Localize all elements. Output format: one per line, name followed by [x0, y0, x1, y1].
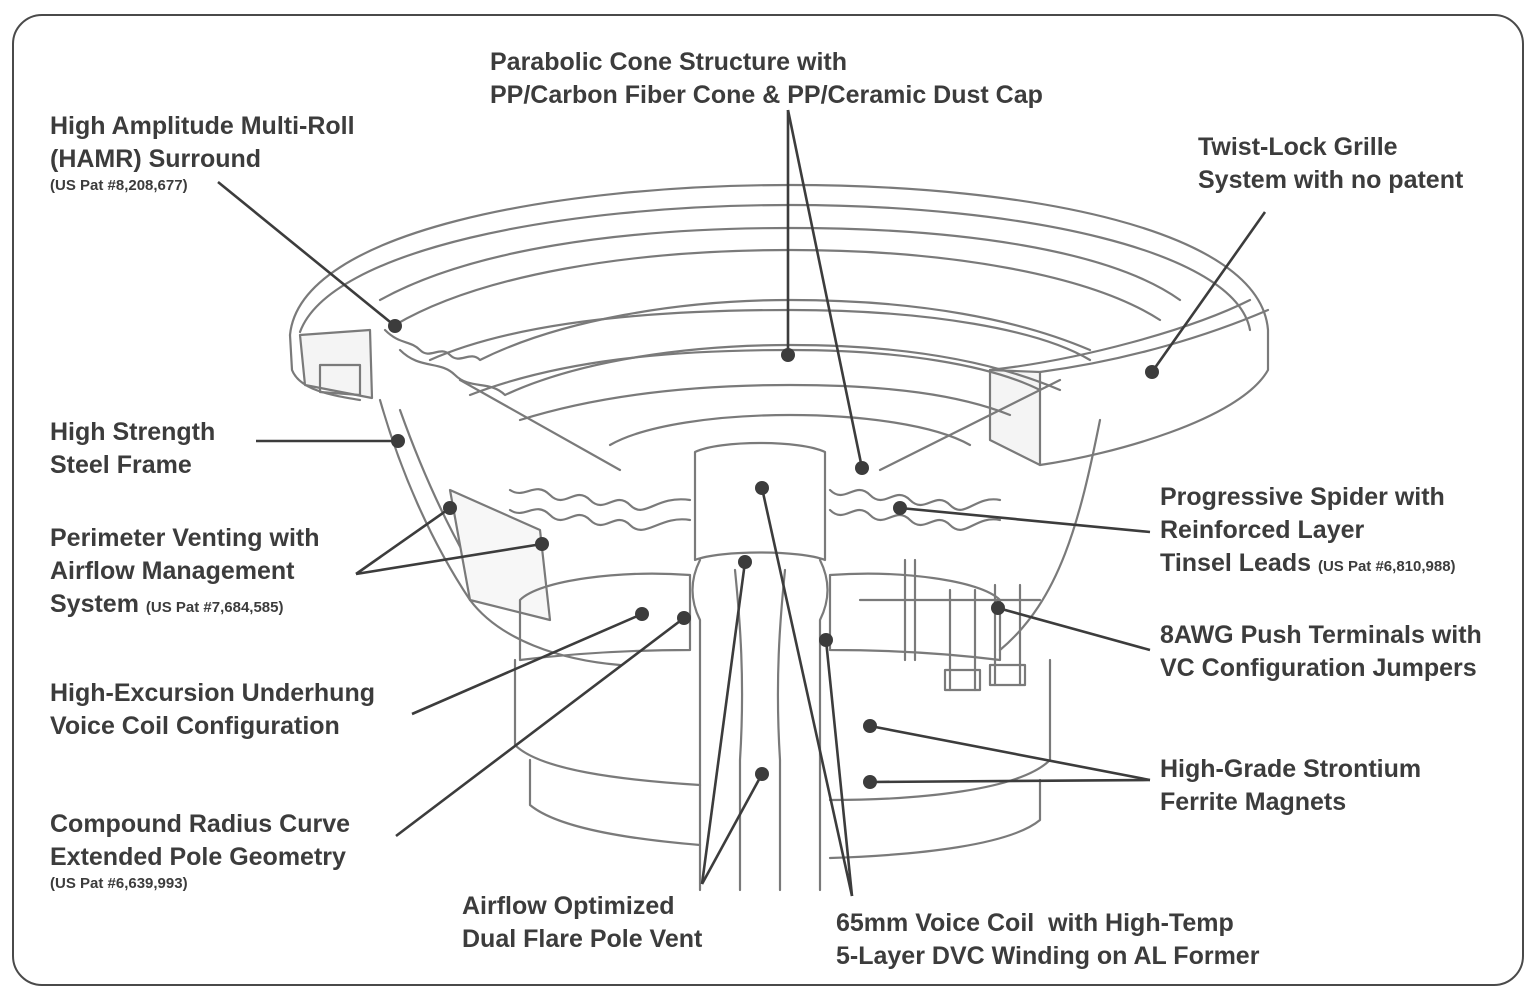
dot-polevent-b [755, 767, 769, 781]
leader-venting-2 [355, 542, 543, 576]
label-cone: Parabolic Cone Structure with PP/Carbon … [490, 46, 1043, 112]
label-spider-line2: Reinforced Layer [1160, 516, 1365, 544]
dot-terminals [991, 601, 1005, 615]
label-pole-vent-line1: Airflow Optimized [462, 892, 675, 920]
label-venting-line3: System [50, 590, 139, 618]
label-pole-line1: Compound Radius Curve [50, 810, 351, 838]
leader-magnet-2 [869, 778, 1151, 784]
label-excursion-line2: Voice Coil Configuration [50, 712, 340, 740]
dot-vent-b [535, 537, 549, 551]
grille-ring [288, 183, 1270, 467]
label-frame-line1: High Strength [50, 418, 216, 446]
dot-pole [677, 611, 691, 625]
leader-hamr [217, 180, 396, 328]
label-cone-line2: PP/Carbon Fiber Cone & PP/Ceramic Dust C… [490, 81, 1043, 109]
label-hamr: High Amplitude Multi-Roll (HAMR) Surroun… [50, 110, 355, 196]
label-magnets-line1: High-Grade Strontium [1160, 755, 1422, 783]
dot-grille [1145, 365, 1159, 379]
pole-piece [693, 441, 827, 562]
label-pole-vent-line2: Dual Flare Pole Vent [462, 925, 703, 953]
label-excursion-line1: High-Excursion Underhung [50, 679, 375, 707]
cone-upper [428, 308, 1092, 362]
spider-left [508, 488, 692, 511]
label-pole-line2: Extended Pole Geometry [50, 843, 346, 871]
dot-coil-a [755, 481, 769, 495]
label-voice-coil-line1: 65mm Voice Coil with High-Temp [836, 909, 1234, 937]
label-spider-line1: Progressive Spider with [1160, 483, 1445, 511]
leader-excursion [411, 612, 643, 716]
label-excursion: High-Excursion Underhung Voice Coil Conf… [50, 677, 375, 743]
dot-polevent-a [738, 555, 752, 569]
magnet [513, 658, 1052, 802]
leader-pole [395, 616, 685, 838]
leader-vent-2 [700, 773, 764, 885]
leader-coil-1 [760, 487, 854, 897]
surround [383, 298, 1092, 362]
leader-terminals [997, 606, 1151, 652]
leader-coil-2 [824, 639, 854, 897]
label-grille-line2: System with no patent [1198, 166, 1464, 194]
label-pole: Compound Radius Curve Extended Pole Geom… [50, 808, 350, 894]
label-frame-line2: Steel Frame [50, 451, 192, 479]
label-grille: Twist-Lock Grille System with no patent [1198, 131, 1463, 197]
label-frame: High Strength Steel Frame [50, 416, 215, 482]
label-hamr-patent: (US Pat #8,208,677) [50, 177, 188, 194]
label-spider-patent: (US Pat #6,810,988) [1317, 558, 1456, 575]
label-cone-line1: Parabolic Cone Structure with [490, 48, 848, 76]
leader-spider [899, 506, 1151, 534]
label-hamr-line2: (HAMR) Surround [50, 145, 262, 173]
label-pole-patent: (US Pat #6,639,993) [50, 875, 188, 892]
dot-surround [388, 319, 402, 333]
terminals [948, 583, 1022, 692]
grille-cutface [988, 368, 1042, 467]
label-magnets-line2: Ferrite Magnets [1160, 788, 1347, 816]
label-pole-vent: Airflow Optimized Dual Flare Pole Vent [462, 890, 702, 956]
spider-right [828, 488, 1002, 511]
dust-cap [608, 413, 972, 447]
label-venting: Perimeter Venting with Airflow Managemen… [50, 522, 320, 624]
dot-excursion [635, 607, 649, 621]
dot-spider [893, 501, 907, 515]
label-magnets: High-Grade Strontium Ferrite Magnets [1160, 753, 1421, 819]
leader-venting-1 [355, 506, 451, 576]
top-plate [518, 572, 692, 662]
dot-vent-a [443, 501, 457, 515]
dot-magnet-a [863, 719, 877, 733]
label-spider: Progressive Spider with Reinforced Layer… [1160, 481, 1456, 583]
label-venting-line2: Airflow Management [50, 557, 295, 585]
leader-vent-1 [700, 561, 747, 885]
label-grille-line1: Twist-Lock Grille [1198, 133, 1398, 161]
leader-cone-2 [786, 109, 864, 469]
label-terminals-line2: VC Configuration Jumpers [1160, 654, 1477, 682]
leader-magnet-1 [869, 724, 1151, 782]
label-hamr-line1: High Amplitude Multi-Roll [50, 112, 355, 140]
label-terminals: 8AWG Push Terminals with VC Configuratio… [1160, 619, 1482, 685]
dot-cone [781, 348, 795, 362]
label-terminals-line1: 8AWG Push Terminals with [1160, 621, 1482, 649]
dot-frame [391, 434, 405, 448]
dot-dustcap [855, 461, 869, 475]
diagram-border [12, 14, 1524, 986]
label-voice-coil-line2: 5-Layer DVC Winding on AL Former [836, 942, 1260, 970]
label-spider-line3: Tinsel Leads [1160, 549, 1311, 577]
dot-magnet-b [863, 775, 877, 789]
label-venting-patent: (US Pat #7,684,585) [145, 599, 284, 616]
label-voice-coil: 65mm Voice Coil with High-Temp 5-Layer D… [836, 907, 1259, 973]
label-venting-line1: Perimeter Venting with [50, 524, 320, 552]
dot-coil-b [819, 633, 833, 647]
leader-grille [1150, 211, 1267, 373]
